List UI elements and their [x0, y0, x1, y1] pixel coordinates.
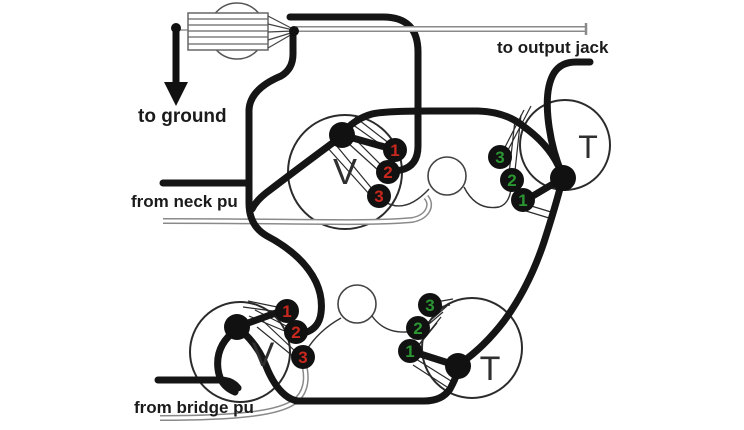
- neck-tone-solder-dot: [550, 165, 576, 191]
- wire-switch-to-neck-volume-lug2: [286, 13, 422, 176]
- bridge-tone-lug-1-number: 1: [405, 342, 414, 361]
- wire-neck-tone-to-output-jack: [543, 58, 594, 178]
- wire-from-bridge-pickup: [154, 376, 242, 392]
- bridge-volume-lug-1-number: 1: [282, 302, 291, 321]
- lug-tab-line: [325, 145, 371, 196]
- neck-tone-lug-2: [500, 168, 524, 192]
- lug-tab-line: [256, 326, 295, 358]
- bridge-shield-wire-inner: [159, 360, 308, 420]
- bridge-tone-letter: T: [480, 350, 501, 388]
- neck-tone-lug-1-number: 1: [518, 191, 527, 210]
- bridge-cap-lead-left: [305, 317, 342, 352]
- bridge-volume-lug-3-number: 3: [298, 348, 307, 367]
- ground-arrow-head: [164, 82, 188, 106]
- neck-volume-solder-dot: [329, 122, 355, 148]
- neck-volume-lug-2-number: 2: [383, 163, 392, 182]
- wire-bridge-volume-casing-right: [235, 325, 302, 405]
- neck-tone-letter: T: [578, 129, 598, 165]
- bridge-volume-lug-3: [291, 345, 315, 369]
- wire-neck-volume-to-neck-tone: [338, 107, 567, 179]
- from-bridge-pu-label: from bridge pu: [134, 398, 254, 417]
- bridge-volume-letter: V: [252, 336, 275, 374]
- lug-tab-line: [412, 364, 448, 388]
- neck-volume-letter: V: [333, 151, 357, 192]
- lug-tab-line: [261, 319, 297, 353]
- bridge-tone-lug-3: [418, 293, 442, 317]
- wire-neck-tone-to-bridge-tone: [457, 177, 566, 367]
- selector-switch: [164, 2, 295, 106]
- neck-volume-lug-1: [383, 138, 407, 162]
- lug-tab-line: [424, 305, 448, 326]
- wire-neck-volume-casing-ground: [248, 132, 346, 213]
- lug-tab-line: [508, 119, 516, 175]
- bridge-tone-capacitor: [337, 284, 377, 324]
- bridge-tone-solder-dot: [445, 353, 471, 379]
- bridge-tone-lug-1: [398, 339, 422, 363]
- neck-tone-capacitor: [427, 156, 467, 196]
- lug-tab-line: [254, 309, 291, 329]
- lug-tab-line: [525, 210, 550, 219]
- lug-tab-line: [415, 358, 452, 382]
- neck-volume-lug-2: [376, 160, 400, 184]
- neck-volume-lug-3: [367, 184, 391, 208]
- text-labels: to ground to output jack from neck pu fr…: [131, 38, 609, 417]
- neck-tone-lug-1: [511, 188, 535, 212]
- shield-wires: [159, 195, 433, 421]
- lug-tab-line: [330, 138, 374, 191]
- bridge-cap-lead-right: [371, 315, 415, 333]
- bridge-volume-lug-1: [275, 299, 299, 323]
- switch-output-solder-dot: [289, 26, 299, 36]
- wire-bridge-volume-casing-left: [214, 325, 241, 396]
- neck-tone-lug-2-number: 2: [507, 171, 516, 190]
- pot-letters: V T V T: [252, 129, 598, 388]
- neck-volume-lug-1-number: 1: [390, 141, 399, 160]
- bridge-tone-lug-3-number: 3: [425, 296, 434, 315]
- to-output-jack-label: to output jack: [497, 38, 609, 57]
- bridge-tone-lug-2-number: 2: [413, 319, 422, 338]
- bridge-tone-pot-body: [421, 297, 523, 399]
- to-ground-label: to ground: [138, 106, 227, 127]
- bridge-volume-lug-2: [284, 320, 308, 344]
- neck-volume-lug-3-number: 3: [374, 187, 383, 206]
- casing-solder-dots: [224, 122, 576, 379]
- from-neck-pu-label: from neck pu: [131, 192, 238, 211]
- neck-tone-lug-3-number: 3: [495, 148, 504, 167]
- neck-cap-lead-right: [463, 186, 512, 209]
- pot-lugs: 1 2 3 3 2 1 1 2 3 3 2 1: [275, 138, 535, 369]
- output-shield-wire: [296, 23, 588, 35]
- wire-switch-to-bridge-volume-lug2: [245, 30, 325, 337]
- neck-tone-lug-3: [488, 145, 512, 169]
- neck-shield-wire-inner: [162, 196, 431, 224]
- switch-contact-lines: [188, 18, 268, 45]
- bridge-volume-lug-2-number: 2: [291, 323, 300, 342]
- switch-lug-converge-lines: [267, 15, 295, 49]
- bridge-volume-solder-dot: [224, 314, 250, 340]
- bridge-tone-lug-2: [406, 316, 430, 340]
